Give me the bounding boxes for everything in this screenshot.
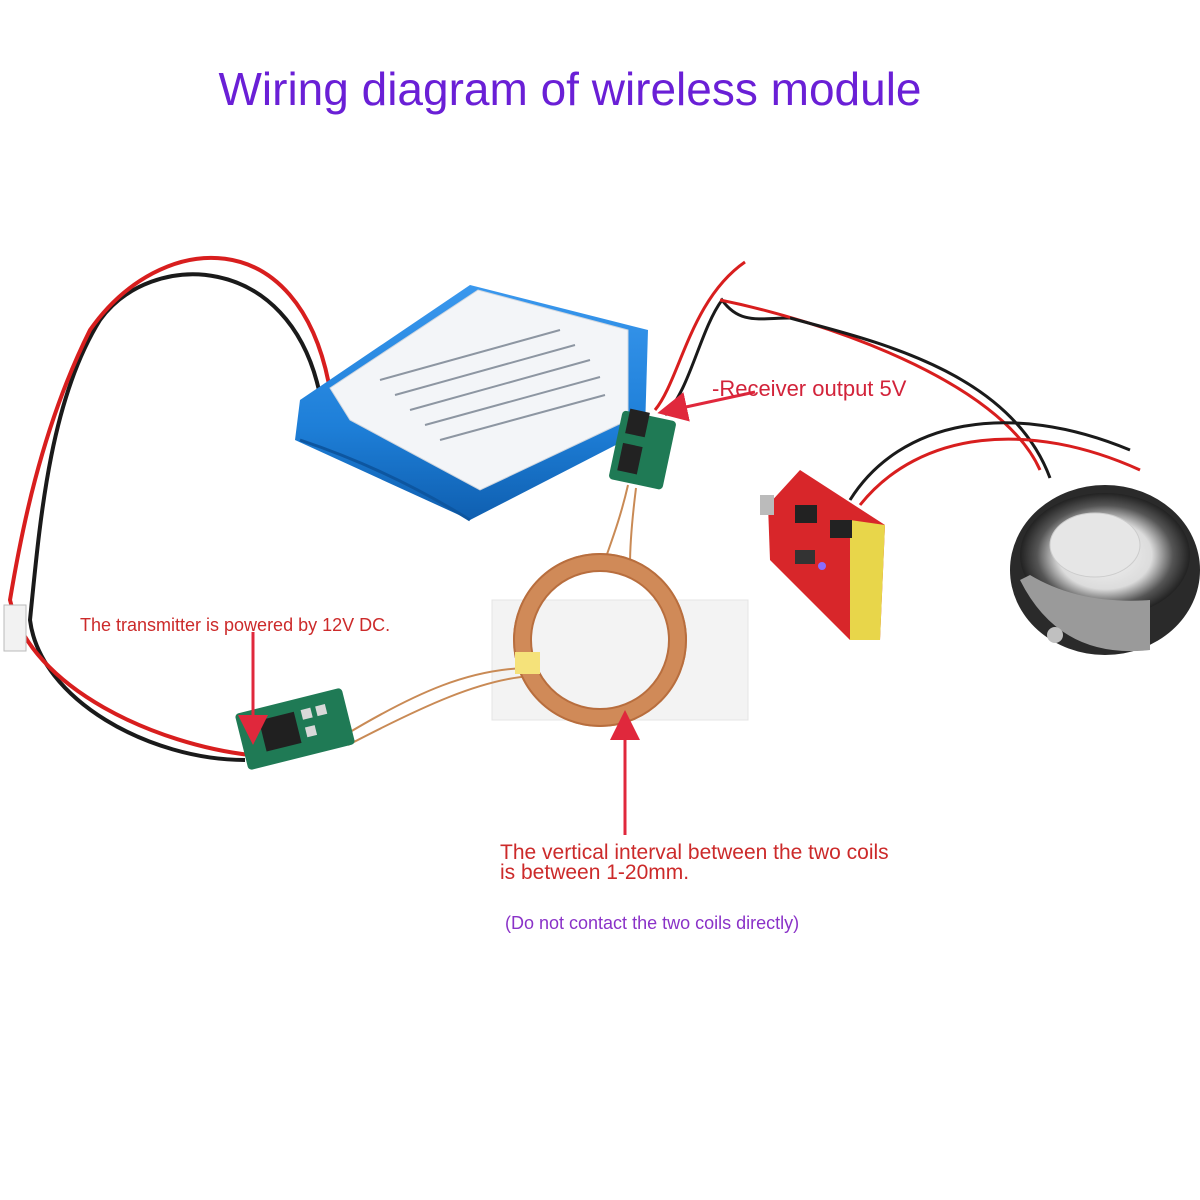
receiver-coil-leads xyxy=(604,484,637,566)
amp-black-wire-2 xyxy=(848,421,1131,501)
transmitter-coil-leads xyxy=(344,667,531,746)
amp-red-wire-2 xyxy=(858,437,1141,506)
battery-red-wire xyxy=(7,256,332,757)
amp-red-wire xyxy=(719,298,1042,471)
page-title: Wiring diagram of wireless module xyxy=(218,63,922,115)
coil-contact-note: (Do not contact the two coils directly) xyxy=(505,913,800,933)
battery-pack xyxy=(295,285,648,522)
coil-gap-label-line2: is between 1-20mm. xyxy=(500,861,690,884)
receiver-output-arrow xyxy=(657,390,756,422)
connector-plug xyxy=(3,604,27,652)
transmitter-power-label: The transmitter is powered by 12V DC. xyxy=(80,615,391,635)
receiver-output-label: -Receiver output 5V xyxy=(712,376,907,401)
battery-black-wire xyxy=(27,272,322,762)
receiver-coil xyxy=(513,553,687,727)
speaker xyxy=(1010,485,1200,655)
amplifier-board xyxy=(760,470,885,640)
receiver-module xyxy=(609,408,676,490)
coil-gap-label-line1: The vertical interval between the two co… xyxy=(500,841,889,864)
transmitter-module xyxy=(235,688,355,770)
